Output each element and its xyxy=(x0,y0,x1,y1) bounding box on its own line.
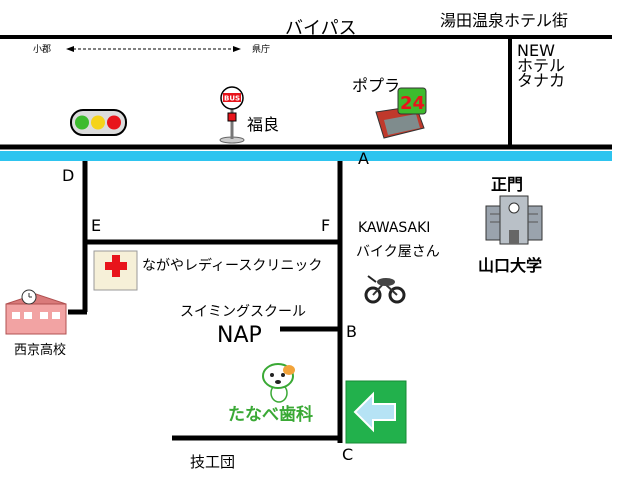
poplar-label: ポプラ xyxy=(352,76,400,95)
clinic-icon xyxy=(93,250,138,291)
traffic-light-icon xyxy=(70,109,127,136)
hotel-line2: ホテル xyxy=(517,56,565,75)
bypass-label: バイパス xyxy=(285,18,357,39)
kawasaki-line2: バイク屋さん xyxy=(356,244,440,260)
school-icon xyxy=(5,289,67,335)
high-school-label: 西京高校 xyxy=(14,342,66,358)
dental-label: たなべ歯科 xyxy=(228,404,313,425)
main-gate-label: 正門 xyxy=(491,175,523,194)
point-a: A xyxy=(358,149,369,168)
direction-arrow-right-head xyxy=(233,46,241,52)
dog-mascot-icon xyxy=(262,363,295,403)
swimming-school-label: スイミングスクール xyxy=(180,304,306,320)
motorcycle-icon xyxy=(364,275,406,304)
direction-arrow-left-head xyxy=(66,46,74,52)
point-d: D xyxy=(62,166,74,185)
direction-right-label: 県庁 xyxy=(252,43,270,55)
hotel-street-label: 湯田温泉ホテル街 xyxy=(440,11,568,30)
hotel-line1: NEW xyxy=(517,41,555,60)
convenience-store-icon: 24 xyxy=(375,87,427,139)
river xyxy=(0,151,612,161)
nap-label: NAP xyxy=(217,323,262,348)
university-building-icon xyxy=(485,195,543,245)
point-e: E xyxy=(91,216,101,235)
bus-sign-text: BUS xyxy=(224,95,240,103)
direction-left-label: 小郡 xyxy=(33,44,51,55)
hotel-tanaka: NEW ホテル タナカ xyxy=(517,41,565,90)
point-c: C xyxy=(342,445,353,464)
hotel-line3: タナカ xyxy=(517,71,565,90)
poplar-sign-text: 24 xyxy=(400,93,425,114)
kawasaki-line1: KAWASAKI xyxy=(358,220,430,236)
university-label: 山口大学 xyxy=(478,256,542,275)
arrow-left-icon xyxy=(345,380,407,444)
bus-stop-icon: BUS xyxy=(219,86,245,144)
gikoudan-label: 技工団 xyxy=(190,453,235,471)
clinic-label: ながやレディースクリニック xyxy=(142,257,322,274)
point-f: F xyxy=(321,216,330,235)
point-b: B xyxy=(346,322,357,341)
bus-stop-label: 福良 xyxy=(247,115,279,134)
